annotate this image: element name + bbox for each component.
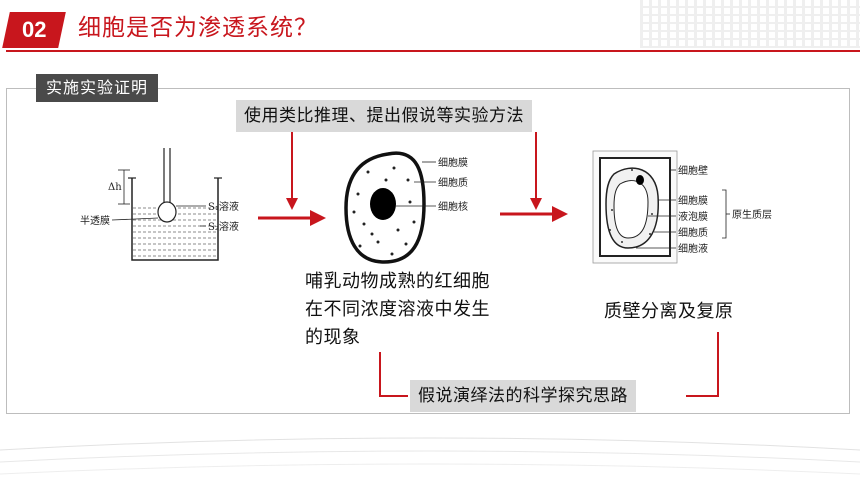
cell-description: 哺乳动物成熟的红细胞在不同浓度溶液中发生的现象: [305, 271, 490, 348]
protoplast-layer-label: 原生质层: [732, 208, 772, 221]
nucleus-label: 细胞核: [438, 200, 468, 213]
cell-diagram: 细胞膜 细胞质 细胞核: [344, 151, 468, 264]
vacuole-membrane-label: 液泡膜: [678, 210, 708, 223]
section-label: 实施实验证明: [36, 74, 159, 102]
method-summary-box: 假说演绎法的科学探究思路: [410, 380, 636, 412]
arrow-2-head: [552, 206, 568, 222]
cytoplasm-label: 细胞质: [438, 176, 468, 189]
osmosis-diagram: Δh 半透膜 S₁溶液 S₂溶液: [80, 148, 239, 261]
cell-sap-label: 细胞液: [678, 242, 708, 255]
bottom-connector-right: [686, 332, 719, 397]
header-decoration: [640, 0, 860, 48]
content-frame: [6, 88, 850, 414]
connector-left-head: [286, 198, 298, 210]
membrane-label: 半透膜: [80, 214, 110, 227]
connector-right-head: [530, 198, 542, 210]
title-underline: [6, 50, 860, 52]
plasmolysis-description: 质壁分离及复原: [604, 301, 734, 322]
cell-wall-label: 细胞壁: [678, 164, 708, 177]
plant-membrane-label: 细胞膜: [678, 194, 708, 207]
bottom-connector-left: [379, 352, 408, 397]
cell-membrane-label: 细胞膜: [438, 156, 468, 169]
arrow-1-head: [310, 210, 326, 226]
page-title: 细胞是否为渗透系统？: [78, 15, 318, 41]
plant-cell-diagram: 细胞壁 细胞膜 液泡膜 细胞质 细胞液 原生质层: [592, 150, 772, 264]
s1-label: S₁溶液: [208, 200, 239, 213]
bottom-decoration: [0, 437, 860, 475]
delta-h-label: Δh: [108, 182, 122, 193]
s2-label: S₂溶液: [208, 220, 239, 233]
method-box: 使用类比推理、提出假说等实验方法: [236, 100, 532, 132]
plant-cytoplasm-label: 细胞质: [678, 226, 708, 239]
